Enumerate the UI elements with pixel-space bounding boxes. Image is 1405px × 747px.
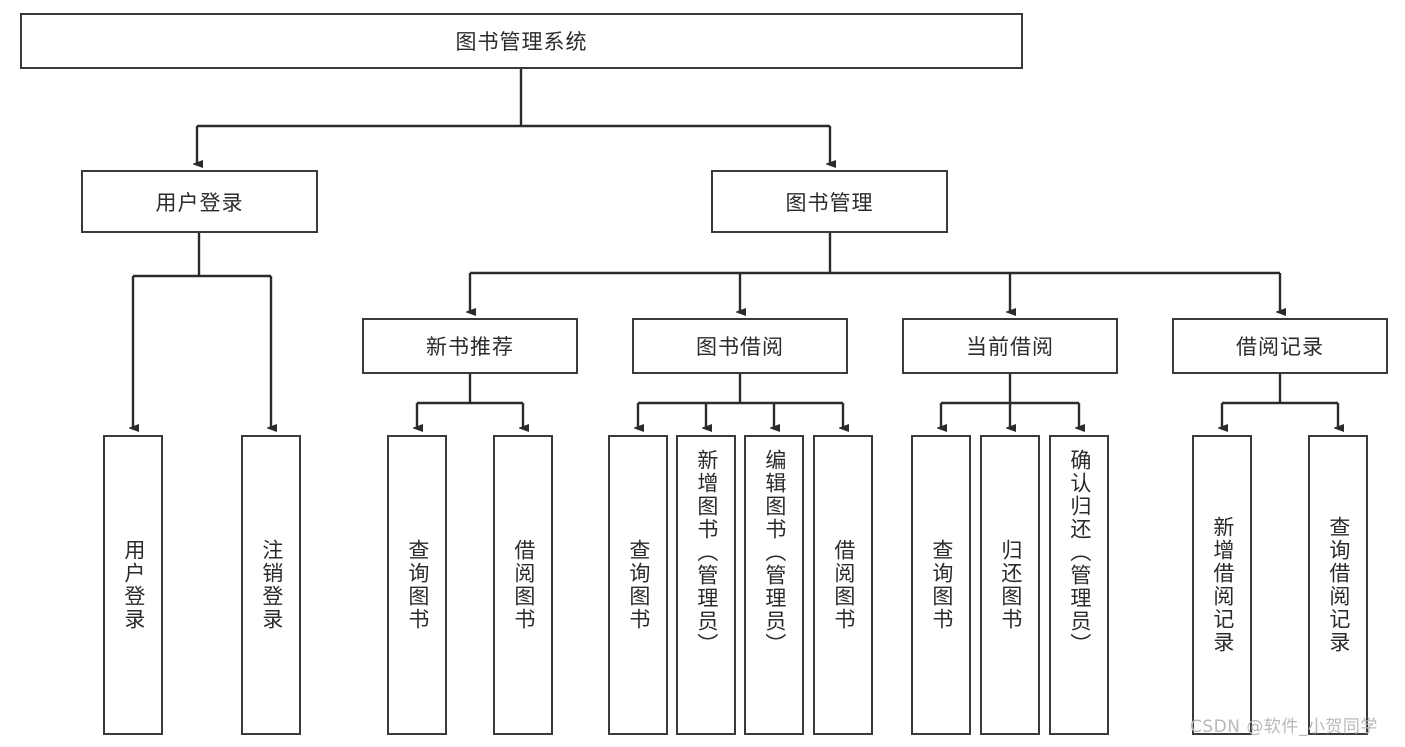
node-label: 查询图书 <box>405 539 430 631</box>
leaf-return-book[interactable]: 归还图书 <box>980 435 1040 735</box>
node-label: 归还图书 <box>998 539 1023 631</box>
leaf-query-book-current[interactable]: 查询图书 <box>911 435 971 735</box>
node-label: 借阅图书 <box>511 539 536 631</box>
leaf-edit-book-admin[interactable]: 编辑图书（管理员） <box>744 435 804 735</box>
node-label: 查询借阅记录 <box>1326 516 1351 654</box>
node-label: 查询图书 <box>626 539 651 631</box>
node-label: 图书管理系统 <box>455 30 588 54</box>
leaf-query-book-borrowing[interactable]: 查询图书 <box>608 435 668 735</box>
node-book-management[interactable]: 图书管理 <box>711 170 948 233</box>
leaf-borrow-book-borrowing[interactable]: 借阅图书 <box>813 435 873 735</box>
node-label: 查询图书 <box>929 539 954 631</box>
node-label: 当前借阅 <box>966 335 1054 359</box>
node-label: 确认归还（管理员） <box>1067 449 1092 656</box>
node-label: 新增图书（管理员） <box>694 449 719 656</box>
node-label: 图书借阅 <box>696 335 784 359</box>
node-label: 用户登录 <box>121 539 146 631</box>
leaf-add-borrowing-record[interactable]: 新增借阅记录 <box>1192 435 1252 735</box>
node-label: 借阅图书 <box>831 539 856 631</box>
node-borrowing-record[interactable]: 借阅记录 <box>1172 318 1388 374</box>
node-label: 编辑图书（管理员） <box>762 449 787 656</box>
node-label: 新增借阅记录 <box>1210 516 1235 654</box>
node-label: 借阅记录 <box>1236 335 1324 359</box>
node-user-login[interactable]: 用户登录 <box>81 170 318 233</box>
node-label: 注销登录 <box>259 539 284 631</box>
leaf-confirm-return-admin[interactable]: 确认归还（管理员） <box>1049 435 1109 735</box>
leaf-query-borrowing-record[interactable]: 查询借阅记录 <box>1308 435 1368 735</box>
node-label: 用户登录 <box>155 190 244 215</box>
leaf-user-login[interactable]: 用户登录 <box>103 435 163 735</box>
leaf-logout[interactable]: 注销登录 <box>241 435 301 735</box>
node-book-borrowing[interactable]: 图书借阅 <box>632 318 848 374</box>
csdn-watermark: CSDN @软件_小贺同学 <box>1190 717 1378 737</box>
node-root-book-management-system[interactable]: 图书管理系统 <box>20 13 1023 69</box>
leaf-add-book-admin[interactable]: 新增图书（管理员） <box>676 435 736 735</box>
node-label: 新书推荐 <box>426 335 514 359</box>
node-label: 图书管理 <box>785 190 874 215</box>
node-current-borrowing[interactable]: 当前借阅 <box>902 318 1118 374</box>
leaf-query-book-recommendation[interactable]: 查询图书 <box>387 435 447 735</box>
node-new-book-recommendation[interactable]: 新书推荐 <box>362 318 578 374</box>
leaf-borrow-book-recommendation[interactable]: 借阅图书 <box>493 435 553 735</box>
